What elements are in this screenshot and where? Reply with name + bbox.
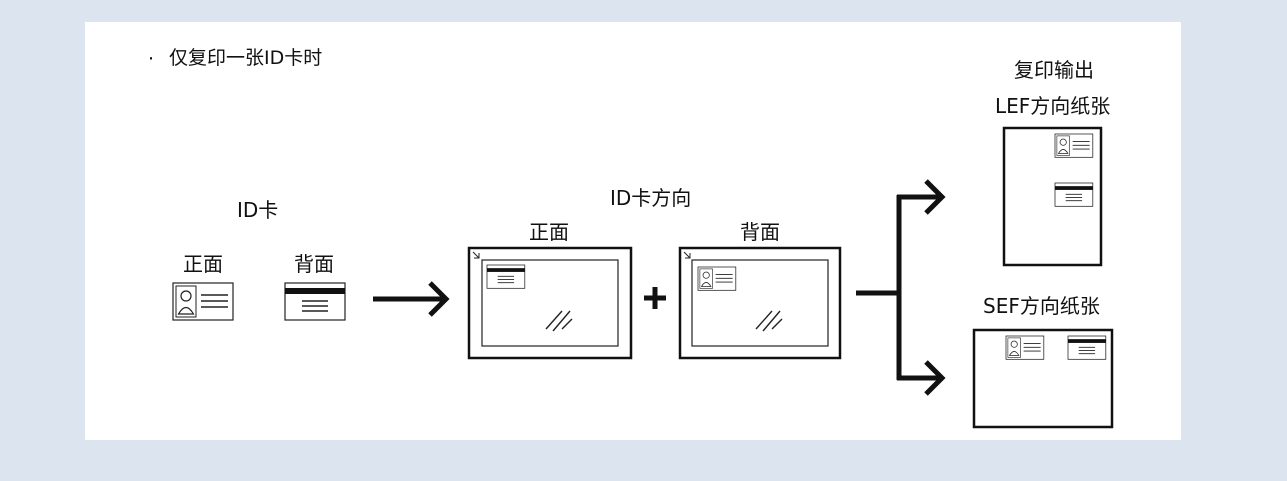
sef-paper-icon — [972, 328, 1114, 429]
orientation-back-label: 背面 — [740, 220, 780, 244]
id-card-back-icon — [284, 282, 346, 321]
heading: 仅复印一张ID卡时 — [169, 47, 323, 69]
id-card-back-label: 背面 — [294, 252, 334, 276]
branch-arrow-icon — [856, 181, 942, 394]
lef-paper-label: LEF方向纸张 — [995, 94, 1111, 118]
platen-front-icon — [467, 246, 633, 360]
right-arrow-icon — [373, 283, 446, 315]
output-title: 复印输出 — [1014, 58, 1094, 82]
bullet-dot: · — [148, 48, 155, 70]
sef-paper-label: SEF方向纸张 — [983, 294, 1100, 318]
lef-paper-icon — [1002, 126, 1103, 267]
plus-icon — [644, 287, 666, 309]
orientation-title: ID卡方向 — [610, 186, 692, 210]
id-card-title: ID卡 — [237, 198, 279, 222]
platen-back-icon — [678, 246, 842, 360]
orientation-front-label: 正面 — [529, 220, 569, 244]
id-card-front-icon — [172, 282, 234, 321]
id-card-front-label: 正面 — [183, 252, 223, 276]
